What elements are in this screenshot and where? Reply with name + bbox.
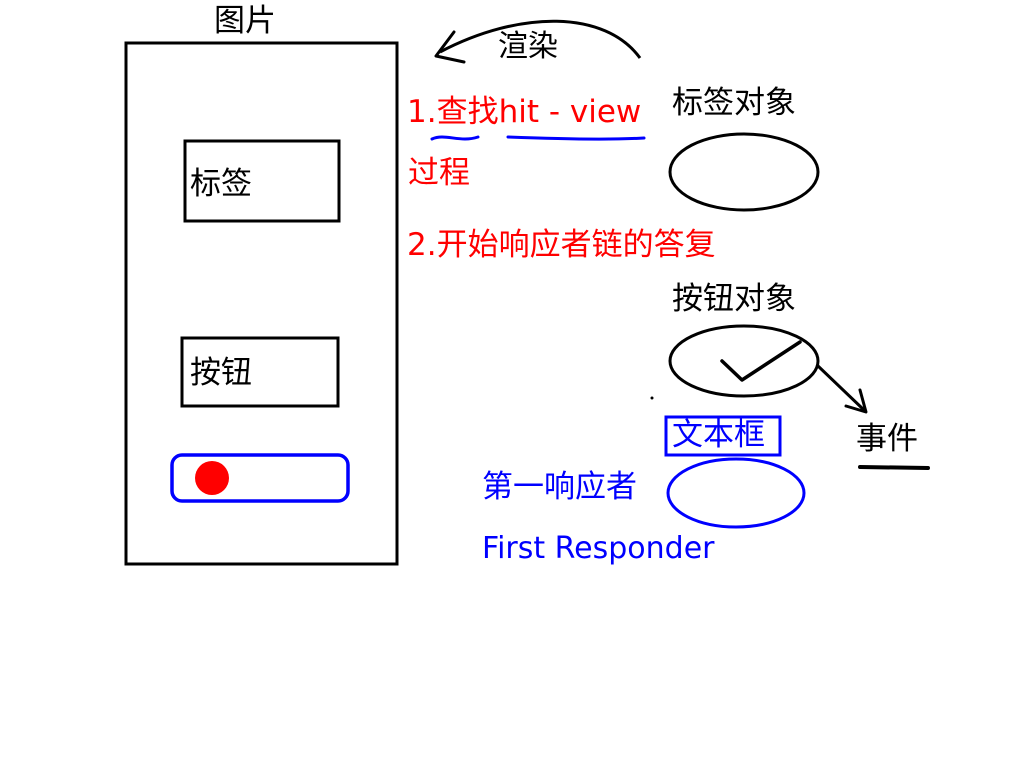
check-icon — [720, 340, 802, 382]
button-widget-box — [180, 336, 340, 408]
textfield-widget — [170, 453, 350, 503]
phone-frame — [124, 41, 399, 566]
event-arrowhead — [844, 388, 868, 414]
event-arrow — [816, 364, 866, 412]
step1-hitview: hit - view — [498, 94, 642, 130]
event-underline — [858, 465, 930, 470]
textfield-label-box — [664, 415, 782, 457]
step1-prefix: 1. — [407, 94, 437, 130]
first-responder-en: First Responder — [482, 531, 715, 566]
underline-hitview — [506, 135, 646, 141]
step1-line: 1.查找hit - view — [407, 97, 641, 128]
render-arrowhead — [434, 30, 466, 64]
cursor-dot — [195, 461, 229, 495]
render-arrow — [439, 19, 642, 59]
stray-dot — [650, 396, 654, 400]
button-object-text: 按钮对象 — [672, 281, 796, 317]
phone-title: 图片 — [214, 3, 276, 39]
button-object-ellipse — [668, 324, 820, 398]
first-responder-ellipse — [666, 457, 806, 529]
render-label: 渲染 — [498, 29, 558, 64]
step2-text: 2.开始响应者链的答复 — [407, 227, 716, 263]
textfield-label: 文本框 — [672, 417, 765, 453]
label-object-text: 标签对象 — [672, 85, 796, 121]
event-label: 事件 — [856, 421, 918, 457]
button-widget-text: 按钮 — [190, 355, 252, 391]
first-responder-cn: 第一响应者 — [482, 469, 637, 505]
step1-find: 查找 — [436, 94, 499, 130]
step1-process: 过程 — [408, 155, 470, 191]
label-object-ellipse — [668, 132, 820, 212]
label-widget-text: 标签 — [190, 166, 252, 202]
label-widget-box — [183, 139, 341, 223]
underline-find — [430, 135, 480, 141]
